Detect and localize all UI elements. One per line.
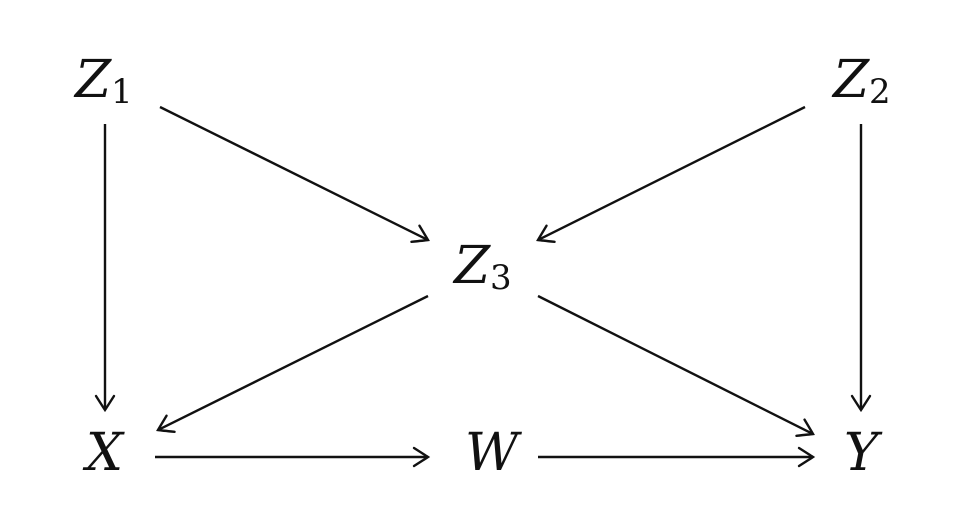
node-label: Y <box>844 423 883 483</box>
node-w: W <box>465 423 522 483</box>
edge-line <box>158 294 429 431</box>
node-label: X <box>82 423 125 483</box>
node-label: Z <box>452 236 491 296</box>
node-subscript: 3 <box>490 258 512 298</box>
edge-z2-to-y <box>850 124 872 413</box>
edge-z1-to-z3 <box>159 105 430 244</box>
edge-z3-to-y <box>537 294 815 437</box>
node-subscript: 1 <box>111 72 133 112</box>
edge-z2-to-z3 <box>536 105 806 244</box>
node-subscript: 2 <box>869 72 891 112</box>
node-y: Y <box>844 423 883 483</box>
node-label: Z <box>831 50 870 110</box>
arrowhead <box>412 446 431 468</box>
arrowhead <box>797 446 816 468</box>
edge-x-to-w <box>155 446 431 468</box>
arrowhead <box>795 418 815 437</box>
node-label: W <box>465 423 522 483</box>
arrowhead <box>410 224 430 244</box>
node-label: Z <box>73 50 112 110</box>
edges-group <box>94 105 872 468</box>
arrowhead <box>156 414 176 434</box>
edge-z3-to-x <box>156 294 429 434</box>
edge-w-to-y <box>538 446 816 468</box>
arrowhead <box>94 394 116 413</box>
arrowhead <box>850 394 872 413</box>
arrowhead <box>536 224 556 244</box>
edge-line <box>538 105 806 241</box>
edge-line <box>537 294 813 435</box>
edge-z1-to-x <box>94 124 116 413</box>
edge-line <box>159 105 428 241</box>
node-x: X <box>82 423 125 483</box>
